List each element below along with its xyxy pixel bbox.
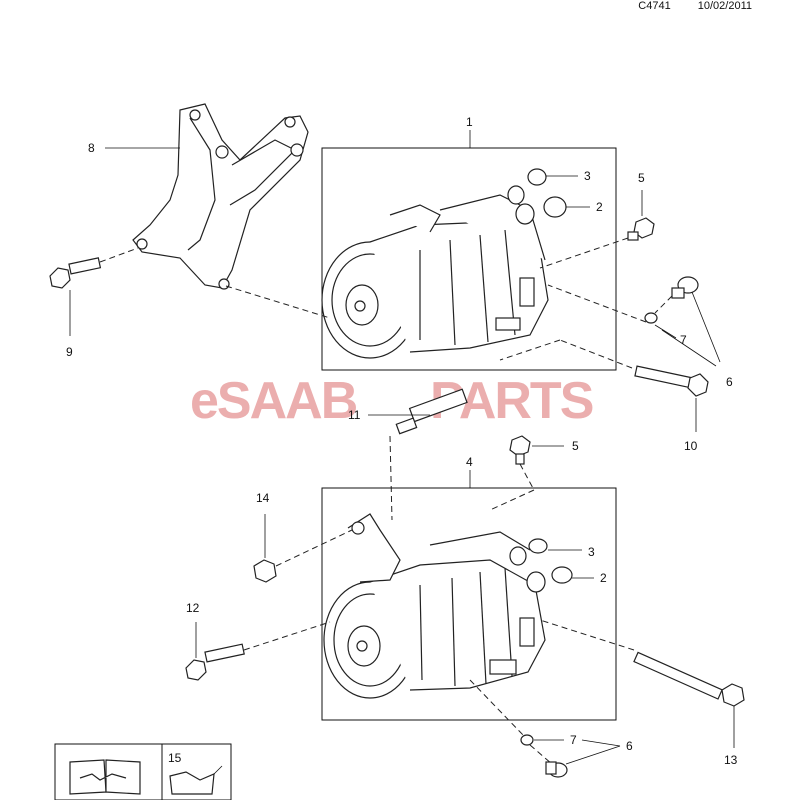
callout-7-upper: 7 xyxy=(680,333,687,347)
callout-7-lower: 7 xyxy=(570,733,577,747)
upper-assembly-frame xyxy=(321,147,617,371)
bracket-part xyxy=(132,103,309,290)
o-ring-part xyxy=(520,734,534,746)
nut-part xyxy=(545,761,568,778)
nut-part xyxy=(509,435,531,465)
compressor-part xyxy=(321,194,549,359)
callout-5-upper: 5 xyxy=(638,171,645,185)
nut-part xyxy=(671,276,699,299)
callout-4: 4 xyxy=(466,455,473,469)
watermark-left: eSAAB xyxy=(190,372,357,430)
bolt-part xyxy=(634,365,709,397)
callout-10: 10 xyxy=(684,439,698,453)
o-ring-part xyxy=(509,538,573,593)
callout-2-lower: 2 xyxy=(600,571,607,585)
callout-1: 1 xyxy=(466,115,473,129)
callout-9: 9 xyxy=(66,345,73,359)
nut-part xyxy=(627,217,655,241)
bolt-part xyxy=(633,651,745,707)
bolt-part xyxy=(49,257,102,289)
callout-3-upper: 3 xyxy=(584,169,591,183)
oil-can-icon xyxy=(169,765,223,795)
diagram-code: C4741 xyxy=(638,0,671,12)
legend-box: 15 xyxy=(54,743,232,800)
callout-14: 14 xyxy=(256,491,270,505)
lower-assembly-frame xyxy=(321,487,617,721)
callout-8: 8 xyxy=(88,141,95,155)
diagram-date: 10/02/2011 xyxy=(697,0,752,12)
nut-part xyxy=(253,559,277,583)
callout-6-lower: 6 xyxy=(626,739,633,753)
callout-12: 12 xyxy=(186,601,200,615)
callout-5-lower: 5 xyxy=(572,439,579,453)
manual-icon xyxy=(69,759,141,795)
compressor-part xyxy=(323,513,546,699)
callout-11: 11 xyxy=(348,408,361,422)
callout-6-upper: 6 xyxy=(726,375,733,389)
callout-2-upper: 2 xyxy=(596,200,603,214)
bolt-part xyxy=(185,643,245,681)
callout-15: 15 xyxy=(168,751,182,765)
o-ring-part xyxy=(507,168,567,225)
callout-13: 13 xyxy=(724,753,738,767)
o-ring-part xyxy=(644,312,658,324)
callout-3-lower: 3 xyxy=(588,545,595,559)
diagram-header: C4741 10/02/2011 xyxy=(614,0,752,12)
